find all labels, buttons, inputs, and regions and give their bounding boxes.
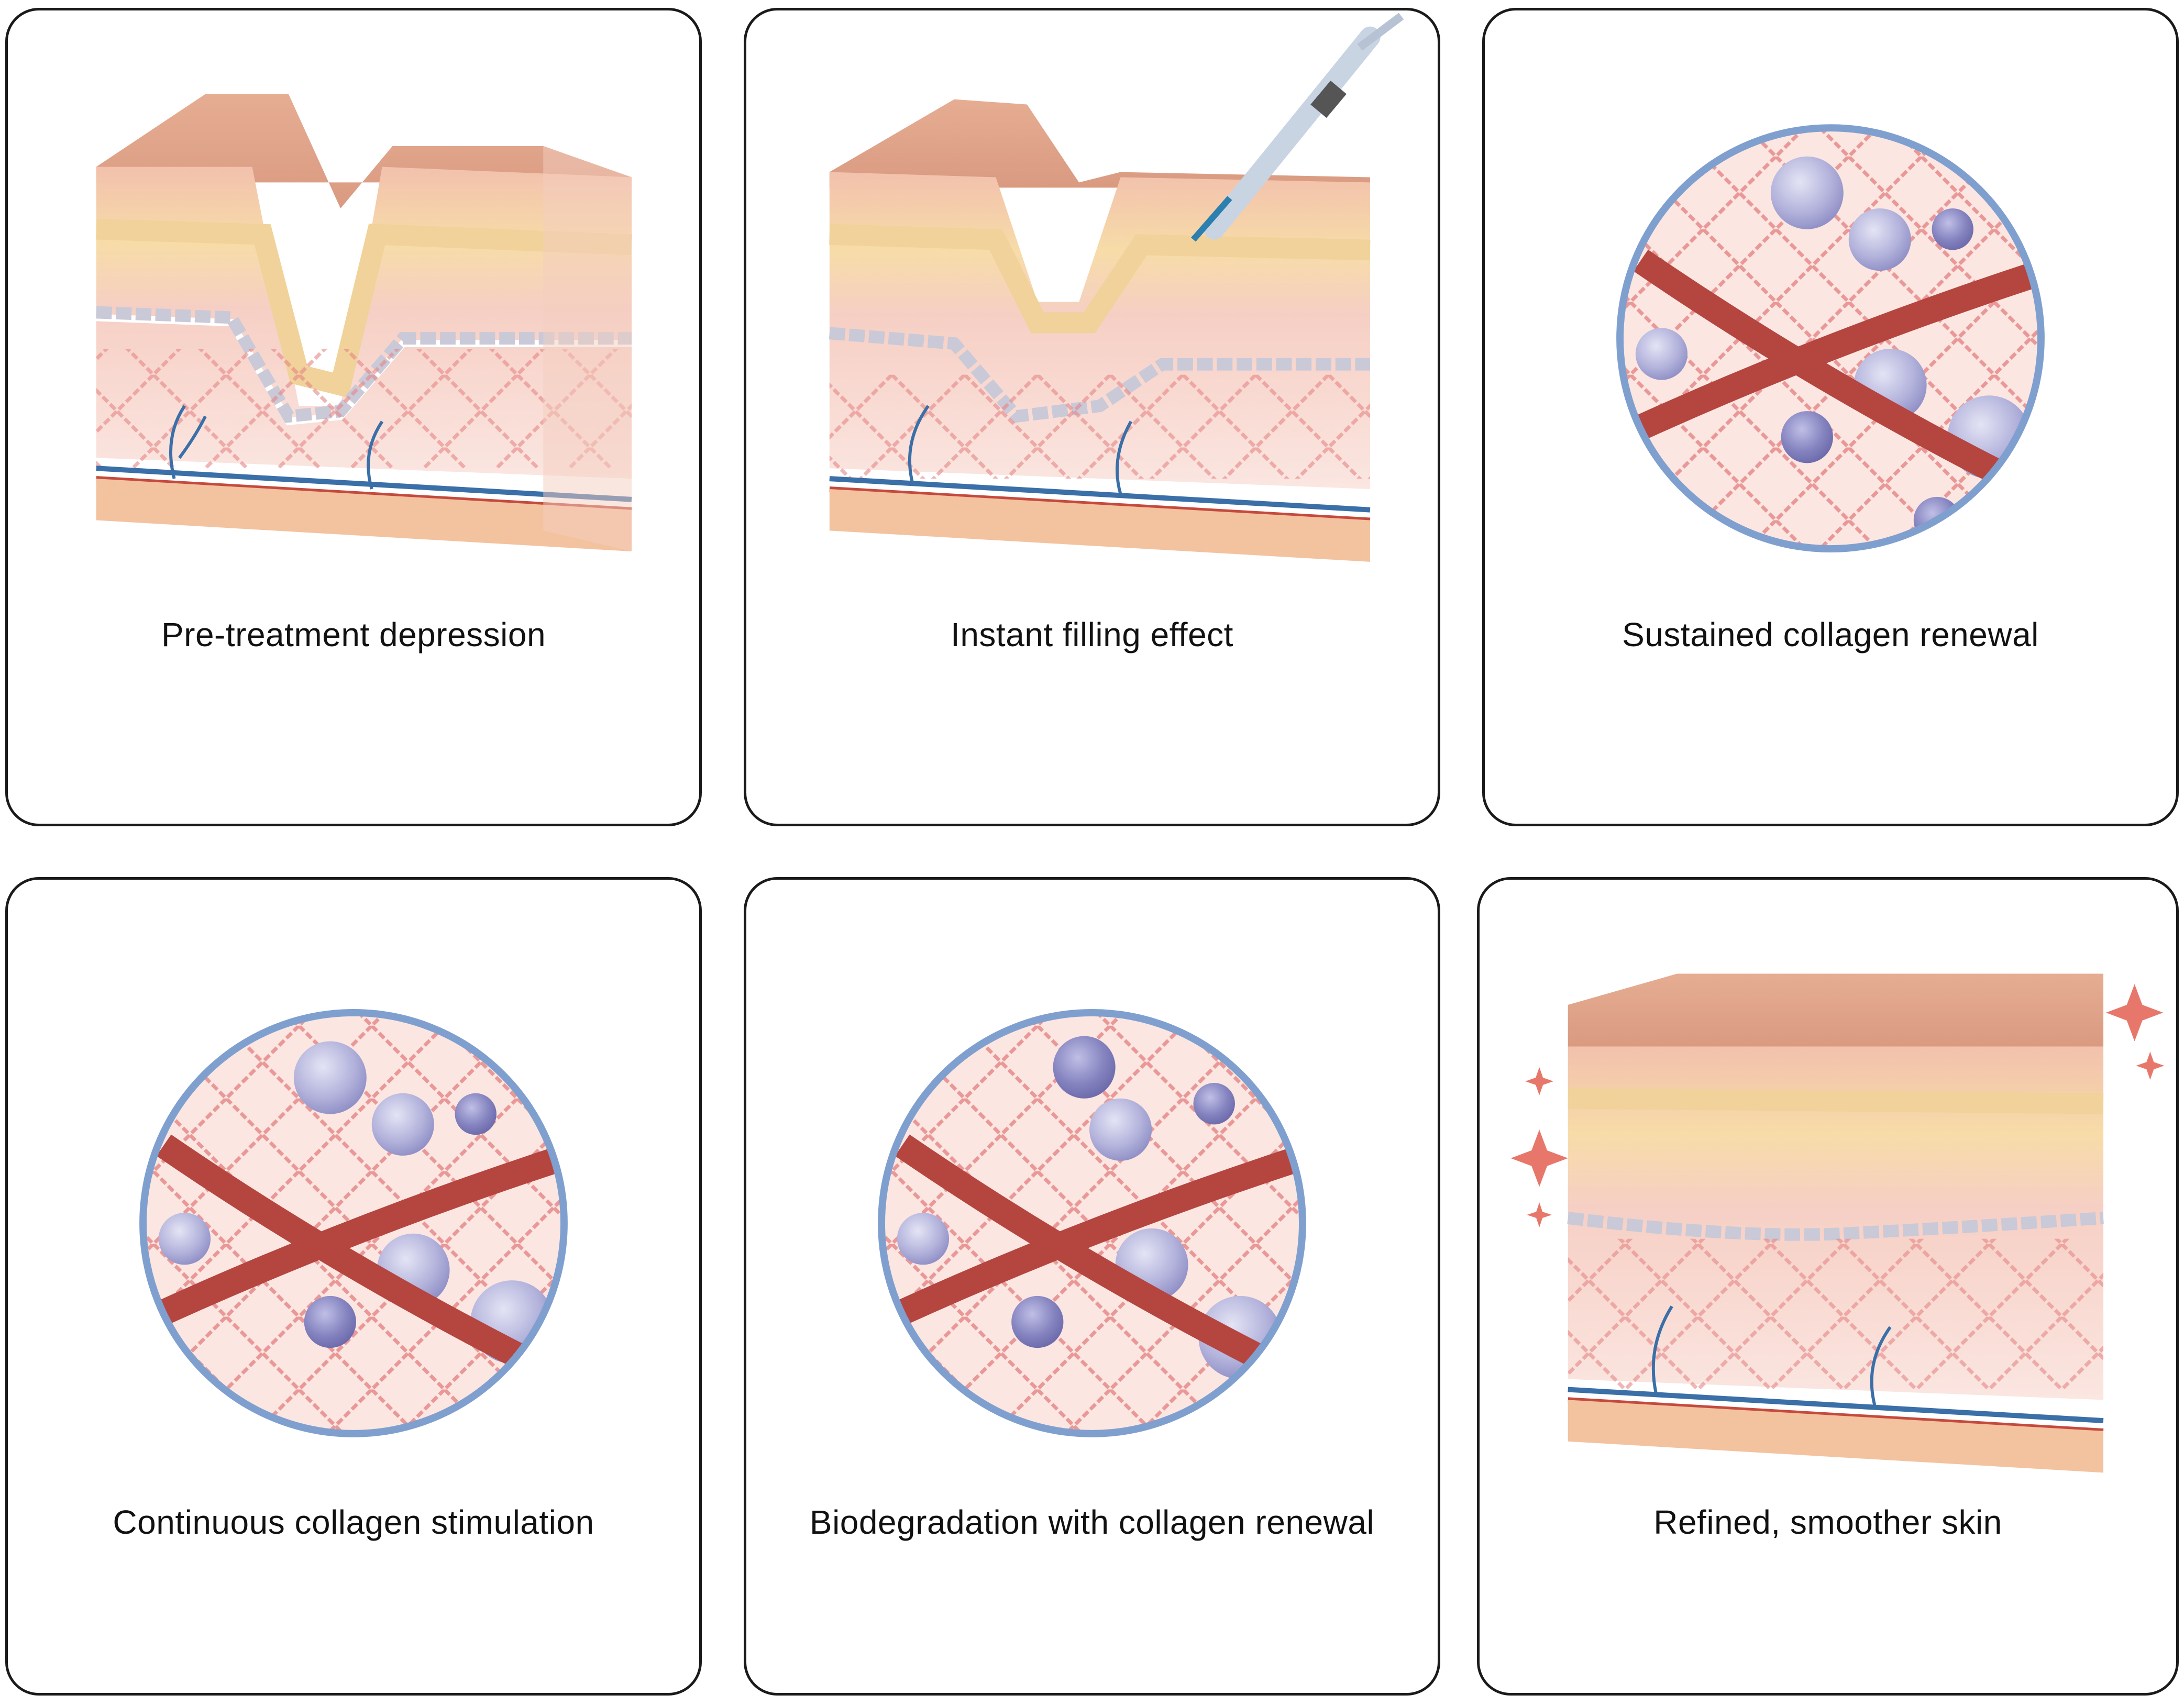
skin-depression-illustration xyxy=(96,94,632,552)
panel-sustained-renewal: Sustained collagen renewal xyxy=(1482,8,2179,826)
panel-pre-treatment: Pre-treatment depression xyxy=(5,8,702,826)
panel-instant-filling: Instant filling effect xyxy=(744,8,1440,826)
skin-injection-illustration xyxy=(829,13,1404,562)
panel-caption: Biodegradation with collagen renewal xyxy=(809,1503,1375,1541)
panel-caption: Continuous collagen stimulation xyxy=(113,1503,594,1541)
syringe-icon xyxy=(1191,13,1404,242)
panel-caption: Refined, smoother skin xyxy=(1653,1503,2002,1541)
collagen-magnified-illustration xyxy=(1616,124,2045,553)
skin-smooth-illustration xyxy=(1510,973,2165,1473)
panel-refined-skin: Refined, smoother skin xyxy=(1477,877,2179,1696)
collagen-magnified-illustration xyxy=(878,1009,1306,1437)
collagen-magnified-illustration xyxy=(139,1009,568,1437)
panel-caption: Pre-treatment depression xyxy=(161,616,546,653)
panel-biodegradation: Biodegradation with collagen renewal xyxy=(744,877,1440,1696)
sparkle-icon xyxy=(1510,984,2165,1227)
panel-caption: Sustained collagen renewal xyxy=(1622,616,2039,653)
panel-continuous-stimulation: Continuous collagen stimulation xyxy=(5,877,702,1696)
panel-caption: Instant filling effect xyxy=(951,616,1233,653)
